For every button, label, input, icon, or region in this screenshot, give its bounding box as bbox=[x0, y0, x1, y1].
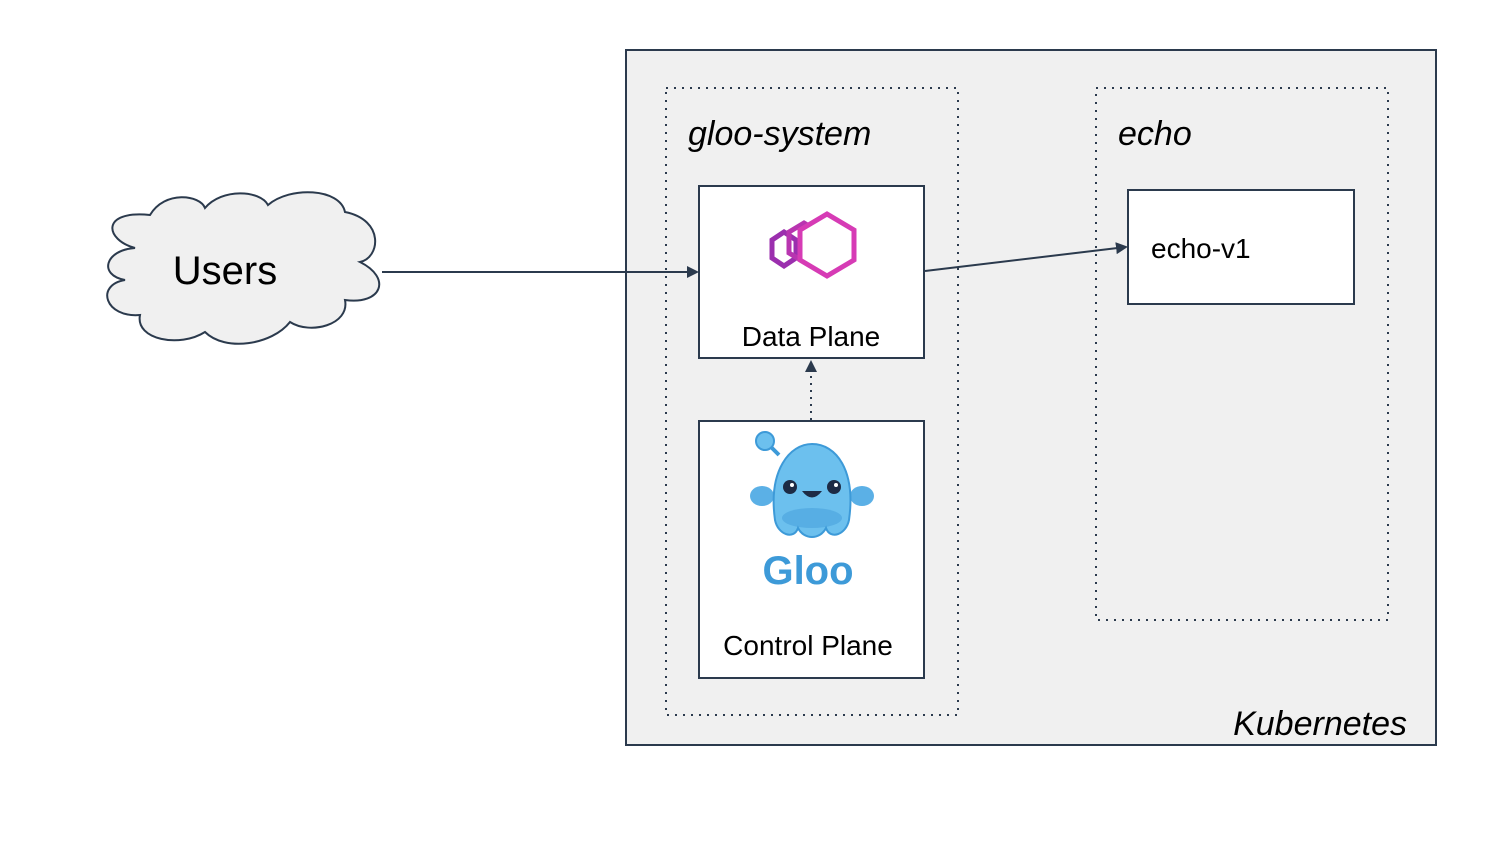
data-plane-box: Data Plane bbox=[698, 185, 925, 359]
cloud-icon bbox=[106, 191, 381, 345]
edge-data-plane-to-echo-v1 bbox=[924, 242, 1128, 272]
namespace-label: gloo-system bbox=[688, 115, 871, 153]
echo-v1-label: echo-v1 bbox=[1151, 233, 1251, 264]
namespace-label: echo bbox=[1118, 115, 1192, 153]
namespace-echo: echo bbox=[1095, 87, 1389, 621]
users-cloud: Users bbox=[106, 191, 381, 345]
gloo-mascot-icon bbox=[750, 431, 874, 538]
control-plane-box: Gloo Control Plane bbox=[698, 420, 925, 679]
echo-v1-box: echo-v1 bbox=[1127, 189, 1355, 305]
cluster-label: Kubernetes bbox=[1233, 705, 1407, 743]
namespace-gloo-system: gloo-system bbox=[665, 87, 959, 716]
gloo-logo-text: Gloo bbox=[762, 549, 853, 593]
edges bbox=[382, 242, 1128, 420]
users-label: Users bbox=[173, 249, 277, 293]
control-plane-label: Control Plane bbox=[723, 630, 893, 661]
data-plane-label: Data Plane bbox=[742, 321, 881, 352]
envoy-logo-icon bbox=[769, 211, 857, 279]
